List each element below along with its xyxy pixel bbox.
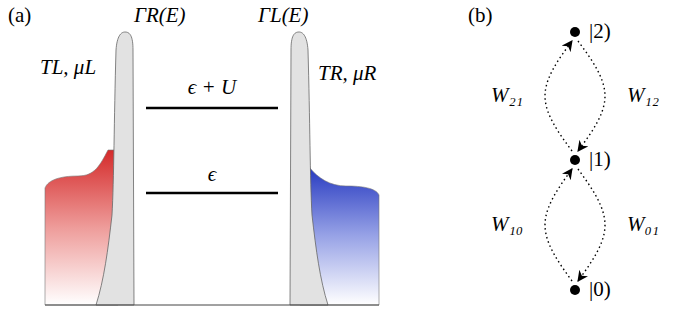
rate-label: W₂₁ (491, 84, 523, 107)
coupling-label: ΓL(E) (258, 4, 308, 27)
lead-parameters: TR, μR (318, 62, 376, 85)
transition-arrow (545, 41, 572, 151)
level-label: ϵ (208, 163, 216, 186)
upper-level (146, 107, 278, 110)
lower-level (146, 192, 278, 195)
state-label: |0) (589, 278, 611, 301)
state-dot (570, 285, 580, 295)
rate-label: W₀₁ (627, 213, 659, 236)
state-dot (570, 27, 580, 37)
rate-label: W₁₀ (491, 213, 523, 236)
state-node: |1) (570, 148, 611, 171)
panel-letter: (b) (468, 4, 493, 27)
state-node: |2) (570, 20, 611, 43)
state-dot (570, 155, 580, 165)
state-label: |1) (589, 148, 611, 171)
lead-parameters: TL, μL (40, 56, 96, 79)
left-barrier (96, 32, 134, 305)
level-label: ϵ + U (188, 76, 236, 99)
coupling-label: ΓR(E) (134, 4, 186, 27)
rate-label: W₁₂ (627, 84, 659, 107)
panel-letter: (a) (8, 4, 31, 27)
transition-arrow (578, 41, 605, 151)
base-line (45, 305, 379, 306)
state-node: |0) (570, 278, 611, 301)
state-label: |2) (589, 20, 611, 43)
transition-arrow (545, 169, 572, 281)
transition-arrow (578, 169, 605, 281)
